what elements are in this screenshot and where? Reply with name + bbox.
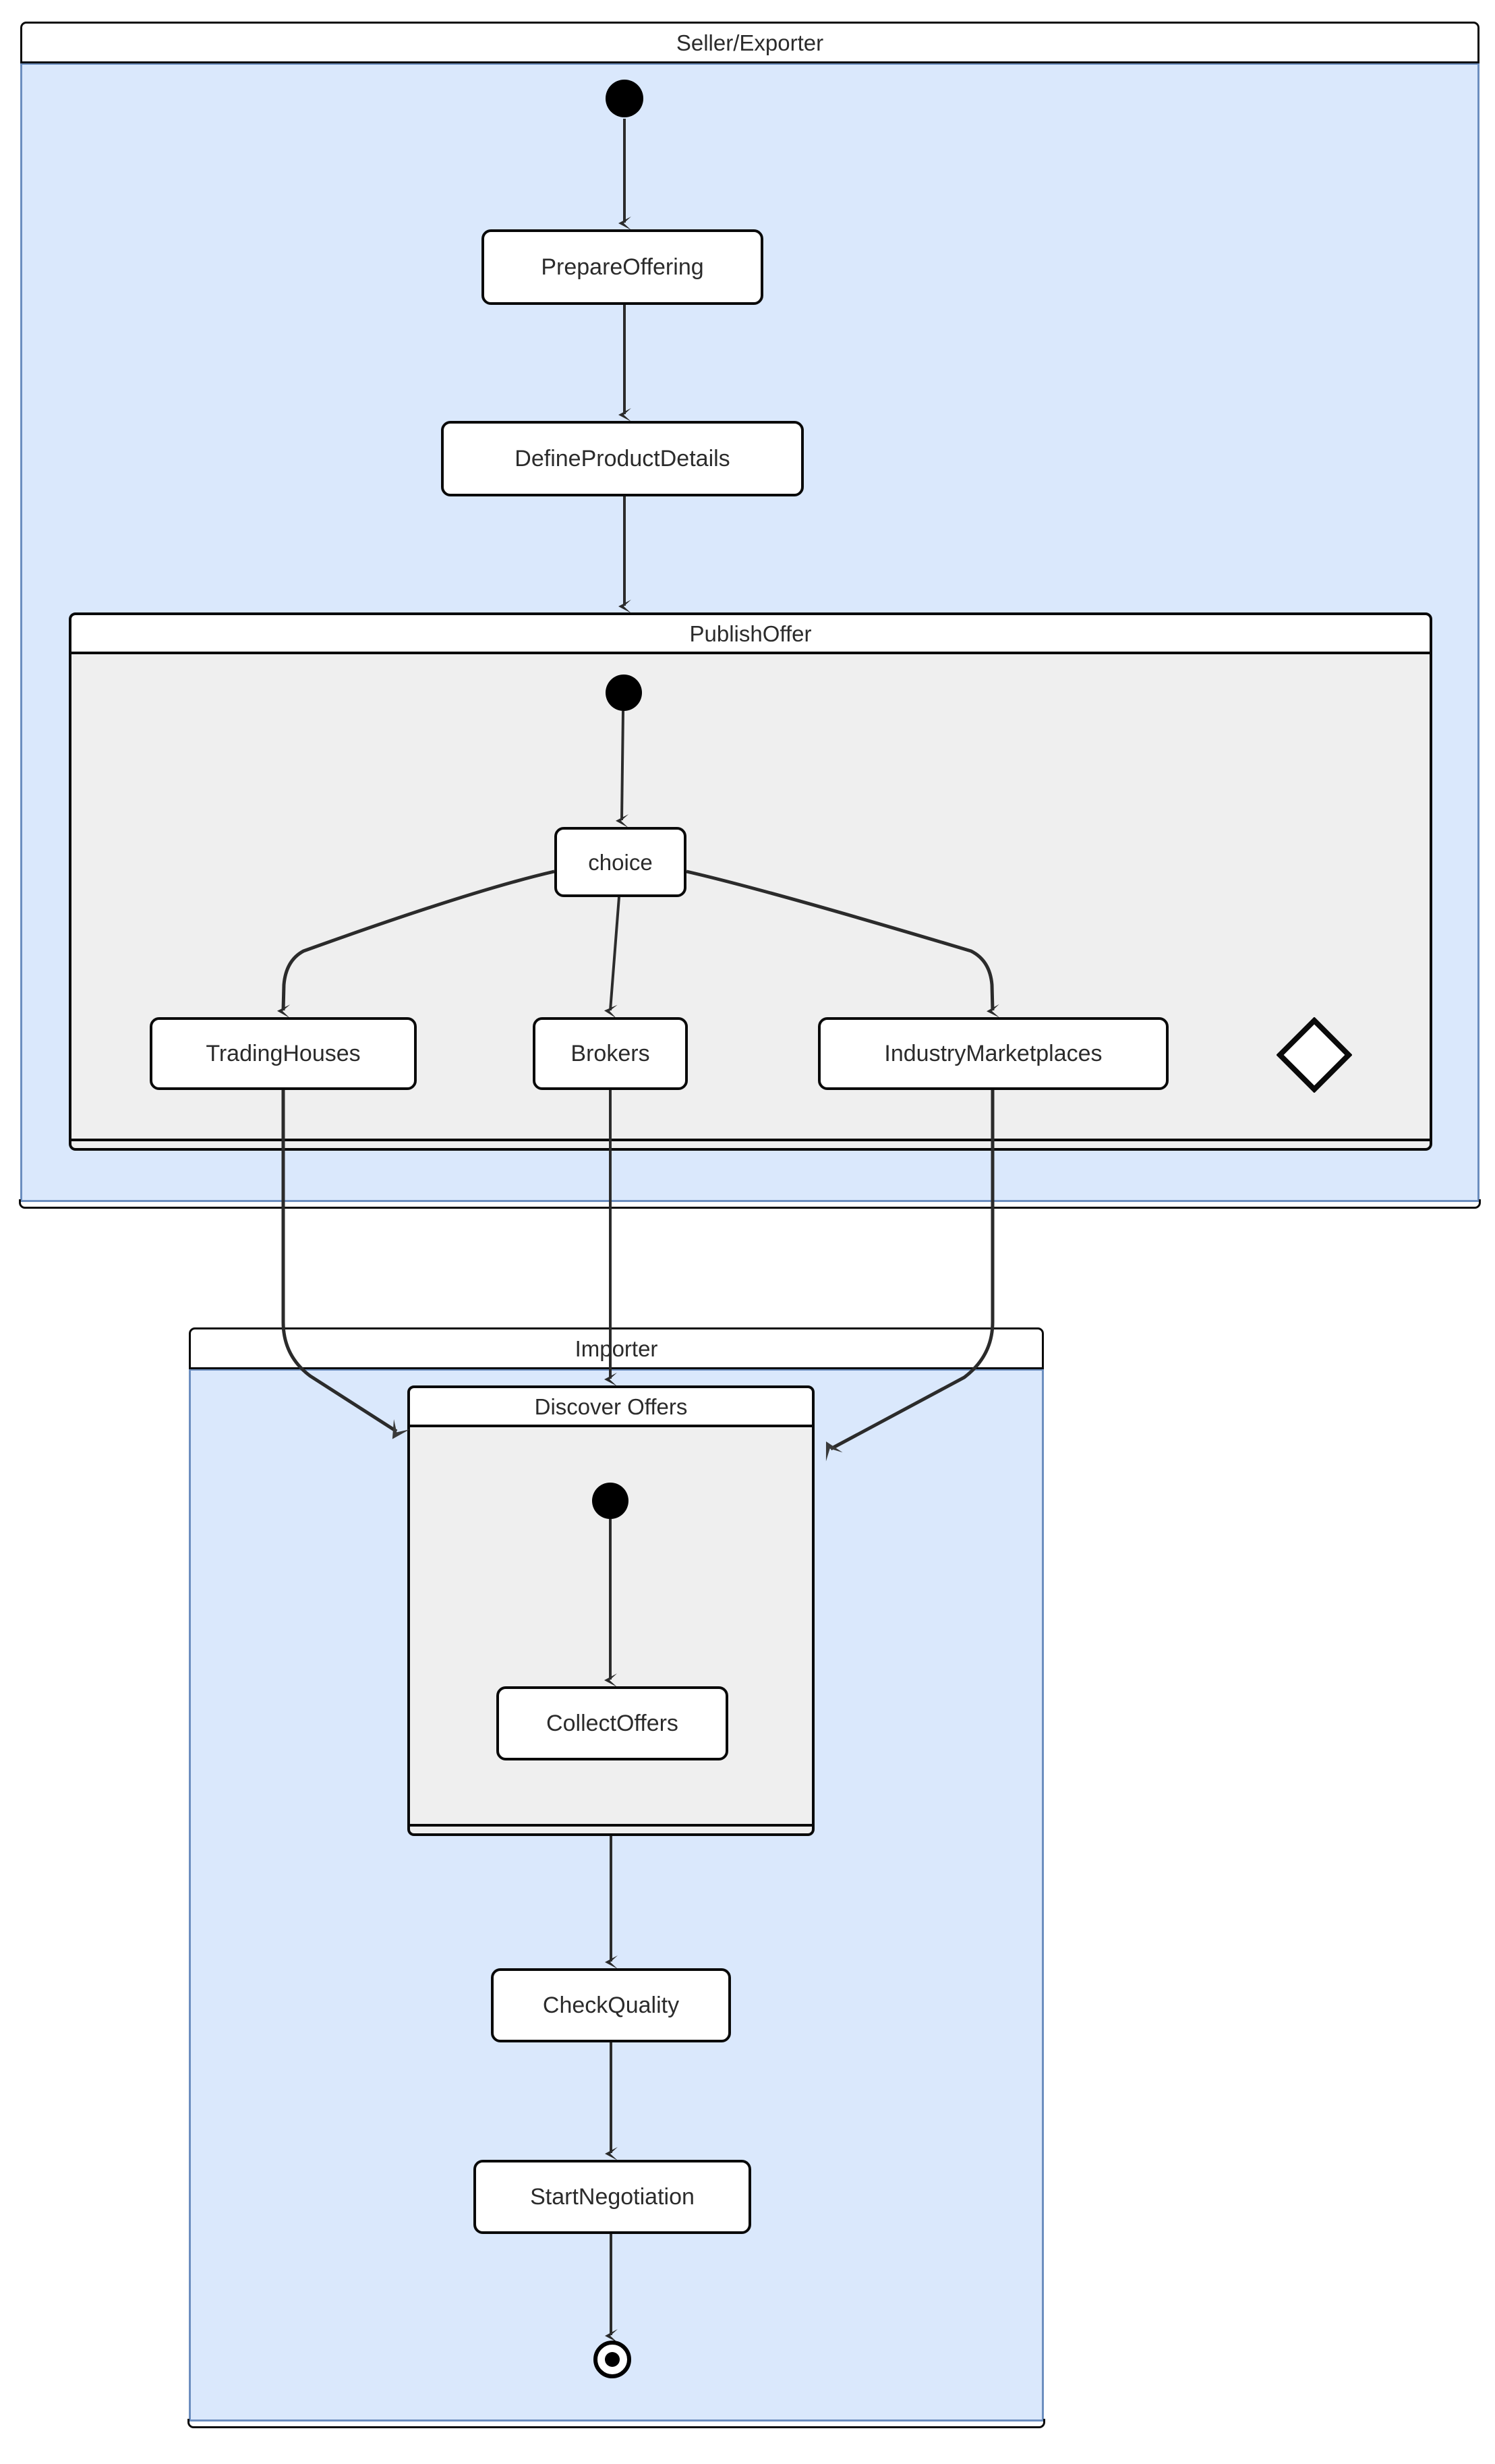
action-start-negotiation[interactable]: StartNegotiation (473, 2160, 751, 2234)
action-prepare-offering[interactable]: PrepareOffering (481, 229, 763, 305)
action-define-product-details[interactable]: DefineProductDetails (441, 421, 804, 496)
action-trading-houses-label: TradingHouses (206, 1041, 361, 1066)
decision-diamond-node[interactable] (1276, 1016, 1353, 1093)
swimlane-importer-title: Importer (575, 1336, 658, 1361)
swimlane-seller-exporter-header: Seller/Exporter (20, 22, 1479, 63)
action-collect-offers[interactable]: CollectOffers (496, 1686, 728, 1760)
initial-node-publish-offer (606, 675, 642, 711)
swimlane-importer-header: Importer (189, 1327, 1044, 1369)
action-brokers-label: Brokers (570, 1041, 650, 1066)
composite-publish-offer-title: PublishOffer (689, 621, 812, 646)
action-prepare-offering-label: PrepareOffering (541, 254, 704, 280)
composite-discover-offers-footline (410, 1824, 812, 1827)
swimlane-importer-bottom-frame (187, 2419, 1045, 2428)
action-choice[interactable]: choice (554, 827, 686, 897)
action-choice-label: choice (588, 849, 653, 875)
initial-node-discover-offers (592, 1483, 628, 1519)
action-industry-marketplaces-label: IndustryMarketplaces (884, 1041, 1103, 1066)
composite-discover-offers-title: Discover Offers (534, 1394, 688, 1419)
action-start-negotiation-label: StartNegotiation (530, 2184, 695, 2210)
action-industry-marketplaces[interactable]: IndustryMarketplaces (818, 1017, 1169, 1090)
composite-publish-offer-header: PublishOffer (69, 612, 1432, 654)
final-node-importer (593, 2341, 631, 2378)
final-node-inner-dot (605, 2352, 620, 2367)
action-check-quality-label: CheckQuality (542, 1993, 680, 2018)
swimlane-seller-exporter-title: Seller/Exporter (676, 30, 824, 55)
action-check-quality[interactable]: CheckQuality (491, 1968, 731, 2042)
composite-publish-offer-footline (71, 1139, 1430, 1141)
action-define-product-details-label: DefineProductDetails (515, 446, 730, 471)
action-trading-houses[interactable]: TradingHouses (150, 1017, 417, 1090)
action-brokers[interactable]: Brokers (533, 1017, 688, 1090)
swimlane-seller-exporter-bottom-frame (19, 1199, 1481, 1209)
composite-discover-offers-header: Discover Offers (407, 1385, 815, 1427)
action-collect-offers-label: CollectOffers (546, 1711, 678, 1736)
initial-node-seller (606, 80, 643, 117)
